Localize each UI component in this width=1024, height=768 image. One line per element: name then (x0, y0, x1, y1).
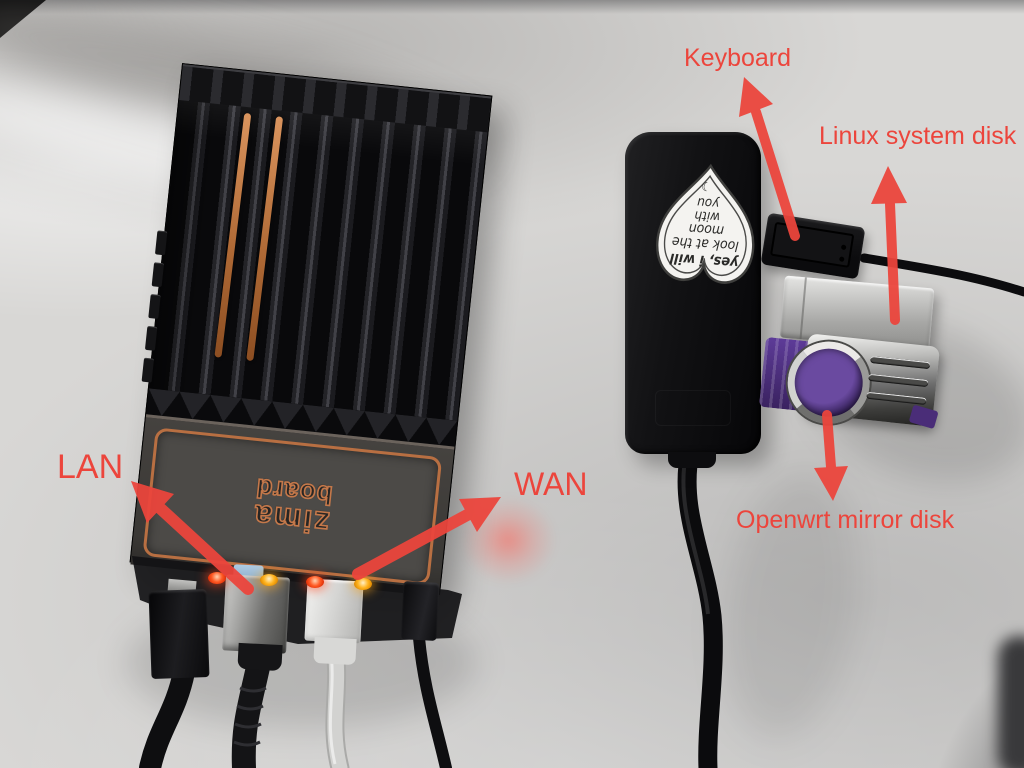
hub-cable (677, 442, 723, 768)
hub-regulatory-emboss (655, 390, 731, 426)
keyboard-arrow-shaft (751, 107, 800, 241)
red-arrows (131, 77, 907, 595)
lan-arrow-shaft (155, 503, 254, 595)
lan-label: LAN (57, 448, 124, 486)
lan-arrow-head (131, 481, 174, 523)
lan-cable-coil (234, 722, 262, 729)
sticker-line: you (697, 195, 721, 212)
keyboard-cable (859, 253, 1024, 297)
usb-cable (139, 661, 195, 768)
port-led-red (208, 572, 226, 584)
hub-cable-strain-relief (668, 452, 716, 468)
crescent-moon-icon: ☽ (701, 179, 712, 194)
wan-arrow-head (459, 497, 501, 532)
lan-cable-coil (233, 740, 261, 747)
heart-sticker-inner-line (663, 174, 747, 277)
port-led-amber (260, 574, 278, 586)
lan-cable-coil (239, 686, 267, 693)
lan-cable-coil (236, 704, 264, 711)
port-led-amber (354, 578, 372, 590)
port-led-red (306, 576, 324, 588)
sticker-line: with (694, 208, 720, 225)
hub-cable-highlight (681, 453, 710, 615)
photo-top-shade (0, 0, 1024, 14)
heart-sticker: yes, i will look at the moon with you ☽ (656, 163, 755, 284)
wan-arrow-shaft (352, 508, 475, 580)
keyboard-label: Keyboard (684, 44, 792, 72)
power-cable (413, 632, 452, 768)
wan-label: WAN (514, 466, 588, 502)
sticker-line: moon (688, 220, 724, 238)
bottom-right-dark-edge (998, 636, 1024, 768)
linux-disk-arrow-head (871, 166, 907, 204)
sticker-line: yes, i will (669, 249, 739, 271)
sticker-line: look at the (671, 233, 739, 253)
openwrt-disk-arrow-shaft (822, 410, 836, 472)
keyboard-arrow-head (739, 77, 773, 117)
openwrt-mirror-disk-label: Openwrt mirror disk (736, 506, 955, 534)
openwrt-disk-arrow-head (814, 466, 848, 501)
linux-disk-arrow-shaft (885, 199, 900, 325)
heart-sticker-outline (656, 163, 755, 284)
linux-system-disk-label: Linux system disk (819, 122, 1017, 150)
